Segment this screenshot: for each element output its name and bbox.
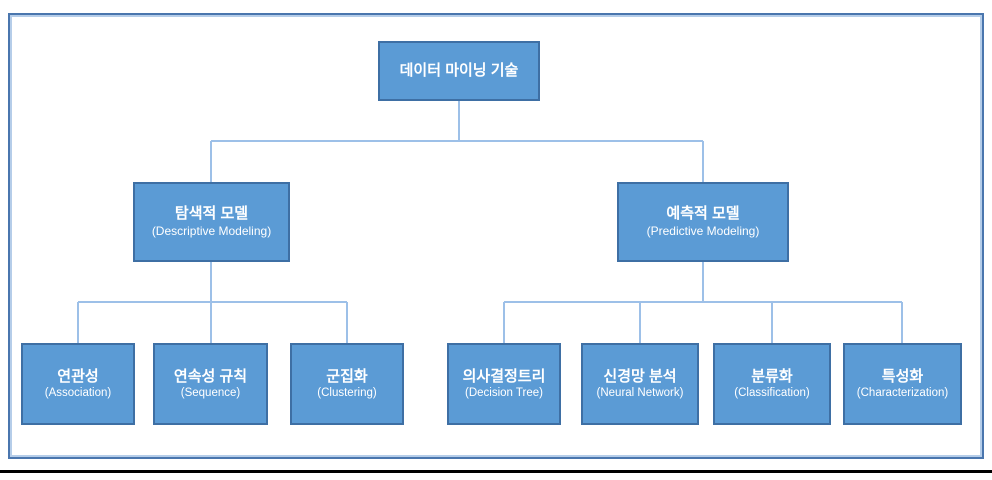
node-label: 분류화	[751, 367, 793, 385]
node-label: 연속성 규칙	[173, 367, 248, 385]
node-classification: 분류화 (Classification)	[713, 343, 831, 425]
node-association: 연관성 (Association)	[21, 343, 135, 425]
node-descriptive-model: 탐색적 모델 (Descriptive Modeling)	[133, 182, 290, 262]
node-label: 예측적 모델	[666, 205, 740, 223]
node-clustering: 군집화 (Clustering)	[290, 343, 404, 425]
node-sublabel: (Association)	[44, 387, 112, 400]
node-label: 특성화	[881, 367, 924, 385]
node-data-mining-root: 데이터 마이닝 기술	[378, 41, 540, 101]
node-sublabel: (Characterization)	[856, 387, 949, 400]
node-predictive-model: 예측적 모델 (Predictive Modeling)	[617, 182, 789, 262]
node-decision-tree: 의사결정트리 (Decision Tree)	[447, 343, 561, 425]
bottom-rule	[0, 470, 992, 473]
diagram-frame	[8, 13, 984, 459]
node-label: 의사결정트리	[462, 367, 546, 385]
node-neural-network: 신경망 분석 (Neural Network)	[581, 343, 699, 425]
node-sequence: 연속성 규칙 (Sequence)	[153, 343, 268, 425]
node-label: 탐색적 모델	[174, 205, 249, 223]
node-sublabel: (Decision Tree)	[465, 387, 543, 400]
node-sublabel: (Predictive Modeling)	[646, 223, 760, 238]
node-sublabel: (Descriptive Modeling)	[151, 223, 272, 238]
node-sublabel: (Clustering)	[317, 387, 377, 400]
node-sublabel: (Neural Network)	[596, 387, 684, 400]
node-label: 신경망 분석	[603, 367, 677, 385]
node-label: 연관성	[57, 367, 99, 385]
node-label: 군집화	[326, 367, 368, 385]
node-characterization: 특성화 (Characterization)	[843, 343, 962, 425]
node-sublabel: (Classification)	[734, 387, 810, 400]
node-label: 데이터 마이닝 기술	[399, 62, 519, 80]
node-sublabel: (Sequence)	[180, 387, 241, 400]
